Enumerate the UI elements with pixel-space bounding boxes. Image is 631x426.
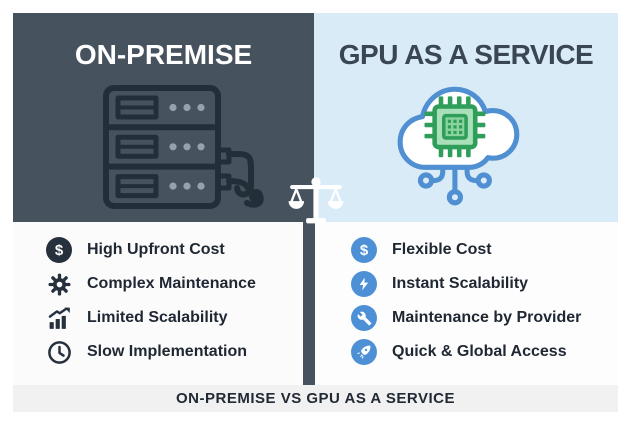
gpu-service-title: GPU AS A SERVICE: [338, 39, 594, 70]
server-rack-icon: [103, 85, 264, 209]
list-item: Complex Maintenance: [46, 267, 303, 301]
list-item-label: Flexible Cost: [392, 241, 492, 258]
list-item: Quick & Global Access: [351, 335, 618, 369]
dollar-circle-icon: $: [46, 237, 72, 263]
on-premise-panel: ON-PREMISE: [13, 13, 314, 222]
lightning-circle-icon: [351, 271, 377, 297]
list-item-label: Limited Scalability: [87, 309, 228, 326]
list-item-label: Quick & Global Access: [392, 343, 567, 360]
clock-icon: [46, 339, 72, 365]
list-item: Instant Scalability: [351, 267, 618, 301]
list-item-label: Maintenance by Provider: [392, 309, 582, 326]
dollar-circle-icon: $: [351, 237, 377, 263]
gear-icon: [46, 271, 72, 297]
growth-chart-icon: [46, 305, 72, 331]
on-premise-title: ON-PREMISE: [74, 39, 253, 70]
list-item-label: Instant Scalability: [392, 275, 529, 292]
wrench-circle-icon: [351, 305, 377, 331]
gpu-service-list: $ Flexible Cost Instant Scalability Main…: [315, 222, 618, 385]
list-item-label: High Upfront Cost: [87, 241, 225, 258]
on-premise-list: $ High Upfront Cost: [13, 222, 303, 385]
list-item: Slow Implementation: [46, 335, 303, 369]
balance-scale-icon: [287, 174, 345, 224]
list-item: $ High Upfront Cost: [46, 233, 303, 267]
gpu-service-panel: GPU AS A SERVICE: [314, 13, 618, 222]
center-divider: [303, 222, 315, 385]
rocket-circle-icon: [351, 339, 377, 365]
list-item: $ Flexible Cost: [351, 233, 618, 267]
list-item: Limited Scalability: [46, 301, 303, 335]
cloud-gpu-chip-icon: [397, 86, 520, 206]
footer-title: ON-PREMISE VS GPU AS A SERVICE: [13, 385, 618, 412]
list-item-label: Complex Maintenance: [87, 275, 256, 292]
list-item: Maintenance by Provider: [351, 301, 618, 335]
list-item-label: Slow Implementation: [87, 343, 248, 360]
